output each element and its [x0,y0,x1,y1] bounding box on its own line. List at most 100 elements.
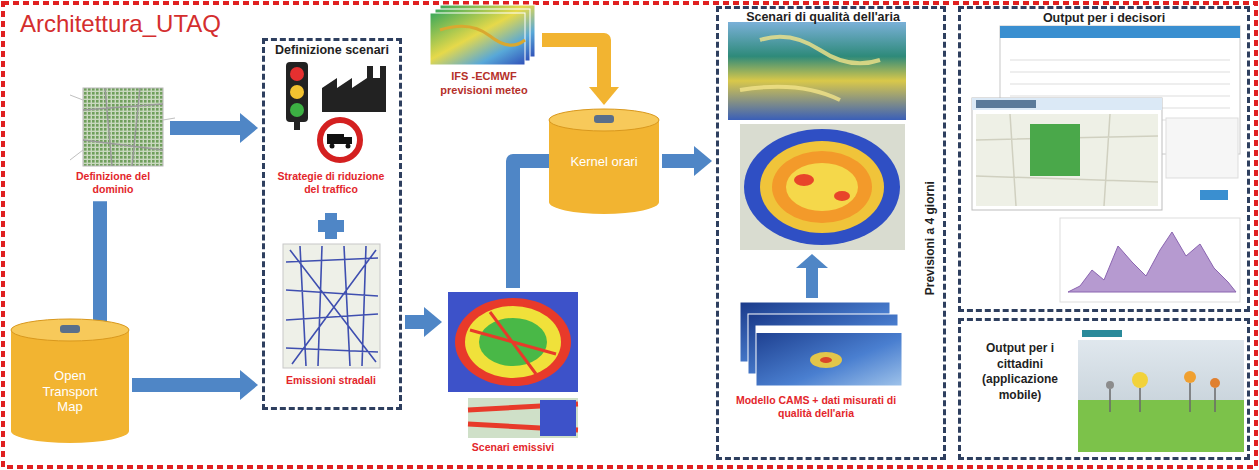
flow-arrow [405,307,442,337]
domain-map [70,95,175,160]
factory-icon [322,66,386,112]
weather-maps [440,26,525,45]
emission-map [448,292,578,438]
up-arrow [806,268,818,298]
factory-icon [322,66,386,112]
city-map [834,191,850,201]
city-map [760,141,884,233]
decision-screenshot [1166,118,1238,178]
arrow-shaft [662,154,696,168]
database-cylinder: Open Transport Map [10,318,130,443]
node-label: IFS -ECMWF previsioni meteo [428,70,540,98]
decision-screenshot [1000,26,1240,38]
city-map [740,124,905,250]
cams-maps [740,302,902,386]
node-note: Previsioni a 4 giorni [923,163,937,313]
mobile-screenshot [1184,371,1196,383]
cylinder-body [11,330,129,443]
arrow-shaft [93,201,107,322]
decision-screenshot [972,98,1162,210]
mobile-screenshot [1078,400,1244,452]
emission-map [468,398,578,438]
no-truck-sign [327,134,344,144]
plus-sign [318,213,344,239]
cams-maps [810,352,842,368]
mobile-screenshot [1078,328,1244,452]
node-label: Scenari di qualità dell'aria [723,10,923,26]
cylinder-body [549,120,659,214]
arrow-shaft [170,121,242,135]
road-map [286,246,378,366]
decision-screenshot [976,100,1036,108]
traffic-light-icon [286,62,308,130]
node-label: Definizione del dominio [58,170,168,196]
flow-arrow [132,370,258,400]
arrow-shaft [513,161,550,288]
plus-sign [318,220,344,232]
decision-screenshot [972,98,1162,110]
dashed-group: Definizione scenariStrategie di riduzion… [262,38,402,410]
emission-map [448,292,578,392]
arrow-head [589,87,619,105]
domain-node: Definizione del dominio [58,86,168,199]
no-truck-sign [330,144,335,149]
flow-arrow [542,40,619,105]
city-map [794,174,814,186]
no-truck-sign [344,137,352,144]
up-arrow [796,254,828,268]
decision-screenshot [1200,190,1228,200]
mobile-screenshot [1210,378,1220,388]
traffic-light-icon [290,85,304,99]
road-map [283,244,380,368]
city-map [744,129,900,245]
road-emission-node: Emissioni stradali [264,240,398,400]
decision-screenshot [976,114,1158,206]
text-wrap: Output per i decisori [963,11,1245,27]
mobile-screenshot [1106,381,1114,389]
dashed-group: Scenari di qualità dell'ariaPrevisioni a… [716,6,946,460]
node-label: Open Transport Map [30,368,110,415]
road-map [283,244,380,368]
text-wrap: Output per i cittadini (applicazione mob… [965,341,1075,403]
node-label: Modello CAMS + dati misurati di qualità … [726,394,906,420]
mobile-screenshot [1110,383,1215,412]
city-map [772,151,872,223]
decision-screenshot [1060,218,1240,302]
text-wrap: Definizione scenari [267,43,397,59]
cams-maps [756,326,902,333]
node-label: Definizione scenari [267,43,397,59]
mobile-screenshot [1078,328,1244,452]
decision-screenshot [1068,232,1236,292]
arrow-shaft [405,315,426,329]
text-wrap: Definizione del dominio [58,170,168,196]
arrow-shaft [132,378,242,392]
text-wrap: Modello CAMS + dati misurati di qualità … [726,394,906,420]
cams-node: Modello CAMS + dati misurati di qualità … [724,298,908,450]
domain-map [70,88,175,166]
node-label: Emissioni stradali [267,374,395,387]
diagram-title: Architettura_UTAQ [20,10,221,39]
node-label: Scenari emissivi [445,441,581,454]
cams-maps [756,326,902,386]
flow-arrow [170,113,258,143]
node-label: Kernel orari [554,154,654,170]
decision-screenshot [976,114,1158,206]
no-truck-sign [320,120,360,160]
text-wrap: Emissioni stradali [267,374,395,387]
text-wrap: Open Transport Map [30,368,110,415]
emission-map [470,312,556,374]
title-wrap: Architettura_UTAQ [20,10,221,39]
up-arrow [796,254,828,298]
arrow-head [240,370,258,400]
domain-map [83,88,163,166]
dashed-group: Output per i cittadini (applicazione mob… [958,318,1250,460]
emission-map [455,298,571,386]
arrow-head [424,307,442,337]
node-label: Output per i decisori [963,11,1245,27]
text-wrap: Kernel orari [554,154,654,170]
text-wrap: Scenari emissivi [445,441,581,454]
traffic-light-icon [294,122,300,130]
cylinder-top [11,319,129,341]
